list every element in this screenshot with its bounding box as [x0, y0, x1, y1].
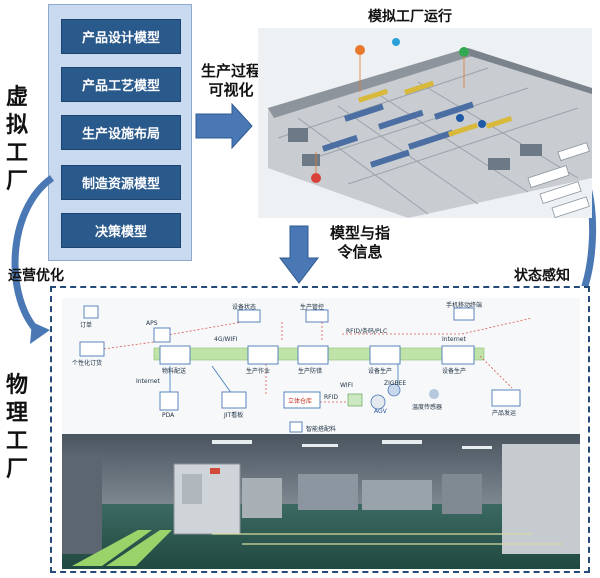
- model-product-design: 产品设计模型: [61, 19, 181, 54]
- line-stage-4-label: 设备生产: [442, 368, 467, 375]
- factory-simulation-image: [258, 28, 592, 218]
- network-links: [79, 305, 533, 433]
- factory-3d-render: [258, 28, 592, 218]
- visualize-line-1: 生产过程: [200, 62, 261, 80]
- arrow-ops-head: [30, 322, 50, 344]
- jit-board-label: JIT看板: [224, 412, 244, 419]
- model-facility-layout: 生产设施布局: [61, 115, 181, 150]
- production-mgmt-label: 生产管控: [300, 304, 325, 311]
- factory-floor-photo: [62, 434, 580, 569]
- rfid-label: RFID: [324, 394, 339, 401]
- arrow-instructions: [278, 225, 320, 284]
- aps-label: APS: [146, 320, 158, 327]
- arrow-ops-optimize: [11, 175, 55, 337]
- line-stage-1-label: 生产作业: [246, 368, 271, 375]
- visualize-line-2: 可视化: [208, 81, 254, 99]
- custom-order-label: 个性化订货: [72, 360, 103, 367]
- instruction-line-2: 令信息: [337, 243, 383, 261]
- rfid-barcode-plc-label: RFID/条码/PLC: [346, 328, 388, 335]
- mobile-terminal-label: 手机移动终端: [446, 302, 483, 309]
- temp-sensor-label: 温度传感器: [412, 404, 443, 411]
- internet-left-label: Internet: [136, 378, 160, 385]
- factory-floor-scene: [62, 434, 580, 569]
- iot-network-diagram: 订单 个性化订货 APS 物料配送 Internet PDA JIT看板 设备状…: [62, 298, 580, 434]
- model-decision: 决策模型: [61, 213, 181, 248]
- visualize-label: 生产过程 可视化: [196, 62, 266, 100]
- device-status-label: 设备状态: [232, 304, 257, 311]
- model-product-process: 产品工艺模型: [61, 67, 181, 102]
- pda-label: PDA: [162, 412, 175, 419]
- arrow-visualize: [195, 102, 253, 150]
- virtual-model-panel: 产品设计模型 产品工艺模型 生产设施布局 制造资源模型 决策模型: [48, 4, 192, 261]
- virtual-char-4: 厂: [6, 169, 29, 194]
- physical-char-4: 厂: [6, 457, 29, 482]
- internet-right-label: Internet: [442, 336, 466, 343]
- physical-char-3: 工: [6, 429, 29, 454]
- virtual-char-3: 工: [6, 141, 29, 166]
- instruction-line-1: 模型与指: [329, 224, 390, 242]
- virtual-char-2: 拟: [6, 113, 29, 138]
- wifi-label: WIFI: [340, 382, 353, 389]
- wifi-4g-label: 4G/WIFI: [214, 336, 238, 343]
- material-delivery-label: 物料配送: [162, 368, 187, 375]
- order-label: 订单: [80, 322, 93, 329]
- physical-char-1: 物: [6, 373, 29, 398]
- physical-factory-label: 物 理 工 厂: [6, 372, 36, 484]
- physical-char-2: 理: [6, 401, 29, 426]
- line-stage-3-label: 设备生产: [368, 368, 393, 375]
- ops-optimize-label: 运营优化: [8, 268, 64, 284]
- simulation-title: 模拟工厂运行: [368, 9, 452, 25]
- smart-dispatch-label: 智能搭配料: [306, 426, 337, 433]
- virtual-factory-label: 虚 拟 工 厂: [6, 84, 36, 196]
- zigbee-label: ZIGBEE: [384, 380, 407, 387]
- agv-label: AGV: [374, 408, 387, 415]
- stereo-warehouse-label: 立体仓库: [288, 398, 313, 405]
- product-shipping-label: 产品发运: [492, 410, 517, 417]
- instruction-label: 模型与指 令信息: [322, 224, 398, 262]
- model-resource: 制造资源模型: [61, 165, 181, 200]
- state-sense-label: 状态感知: [514, 268, 570, 284]
- virtual-char-1: 虚: [6, 85, 29, 110]
- line-stage-2-label: 生产防错: [298, 368, 323, 375]
